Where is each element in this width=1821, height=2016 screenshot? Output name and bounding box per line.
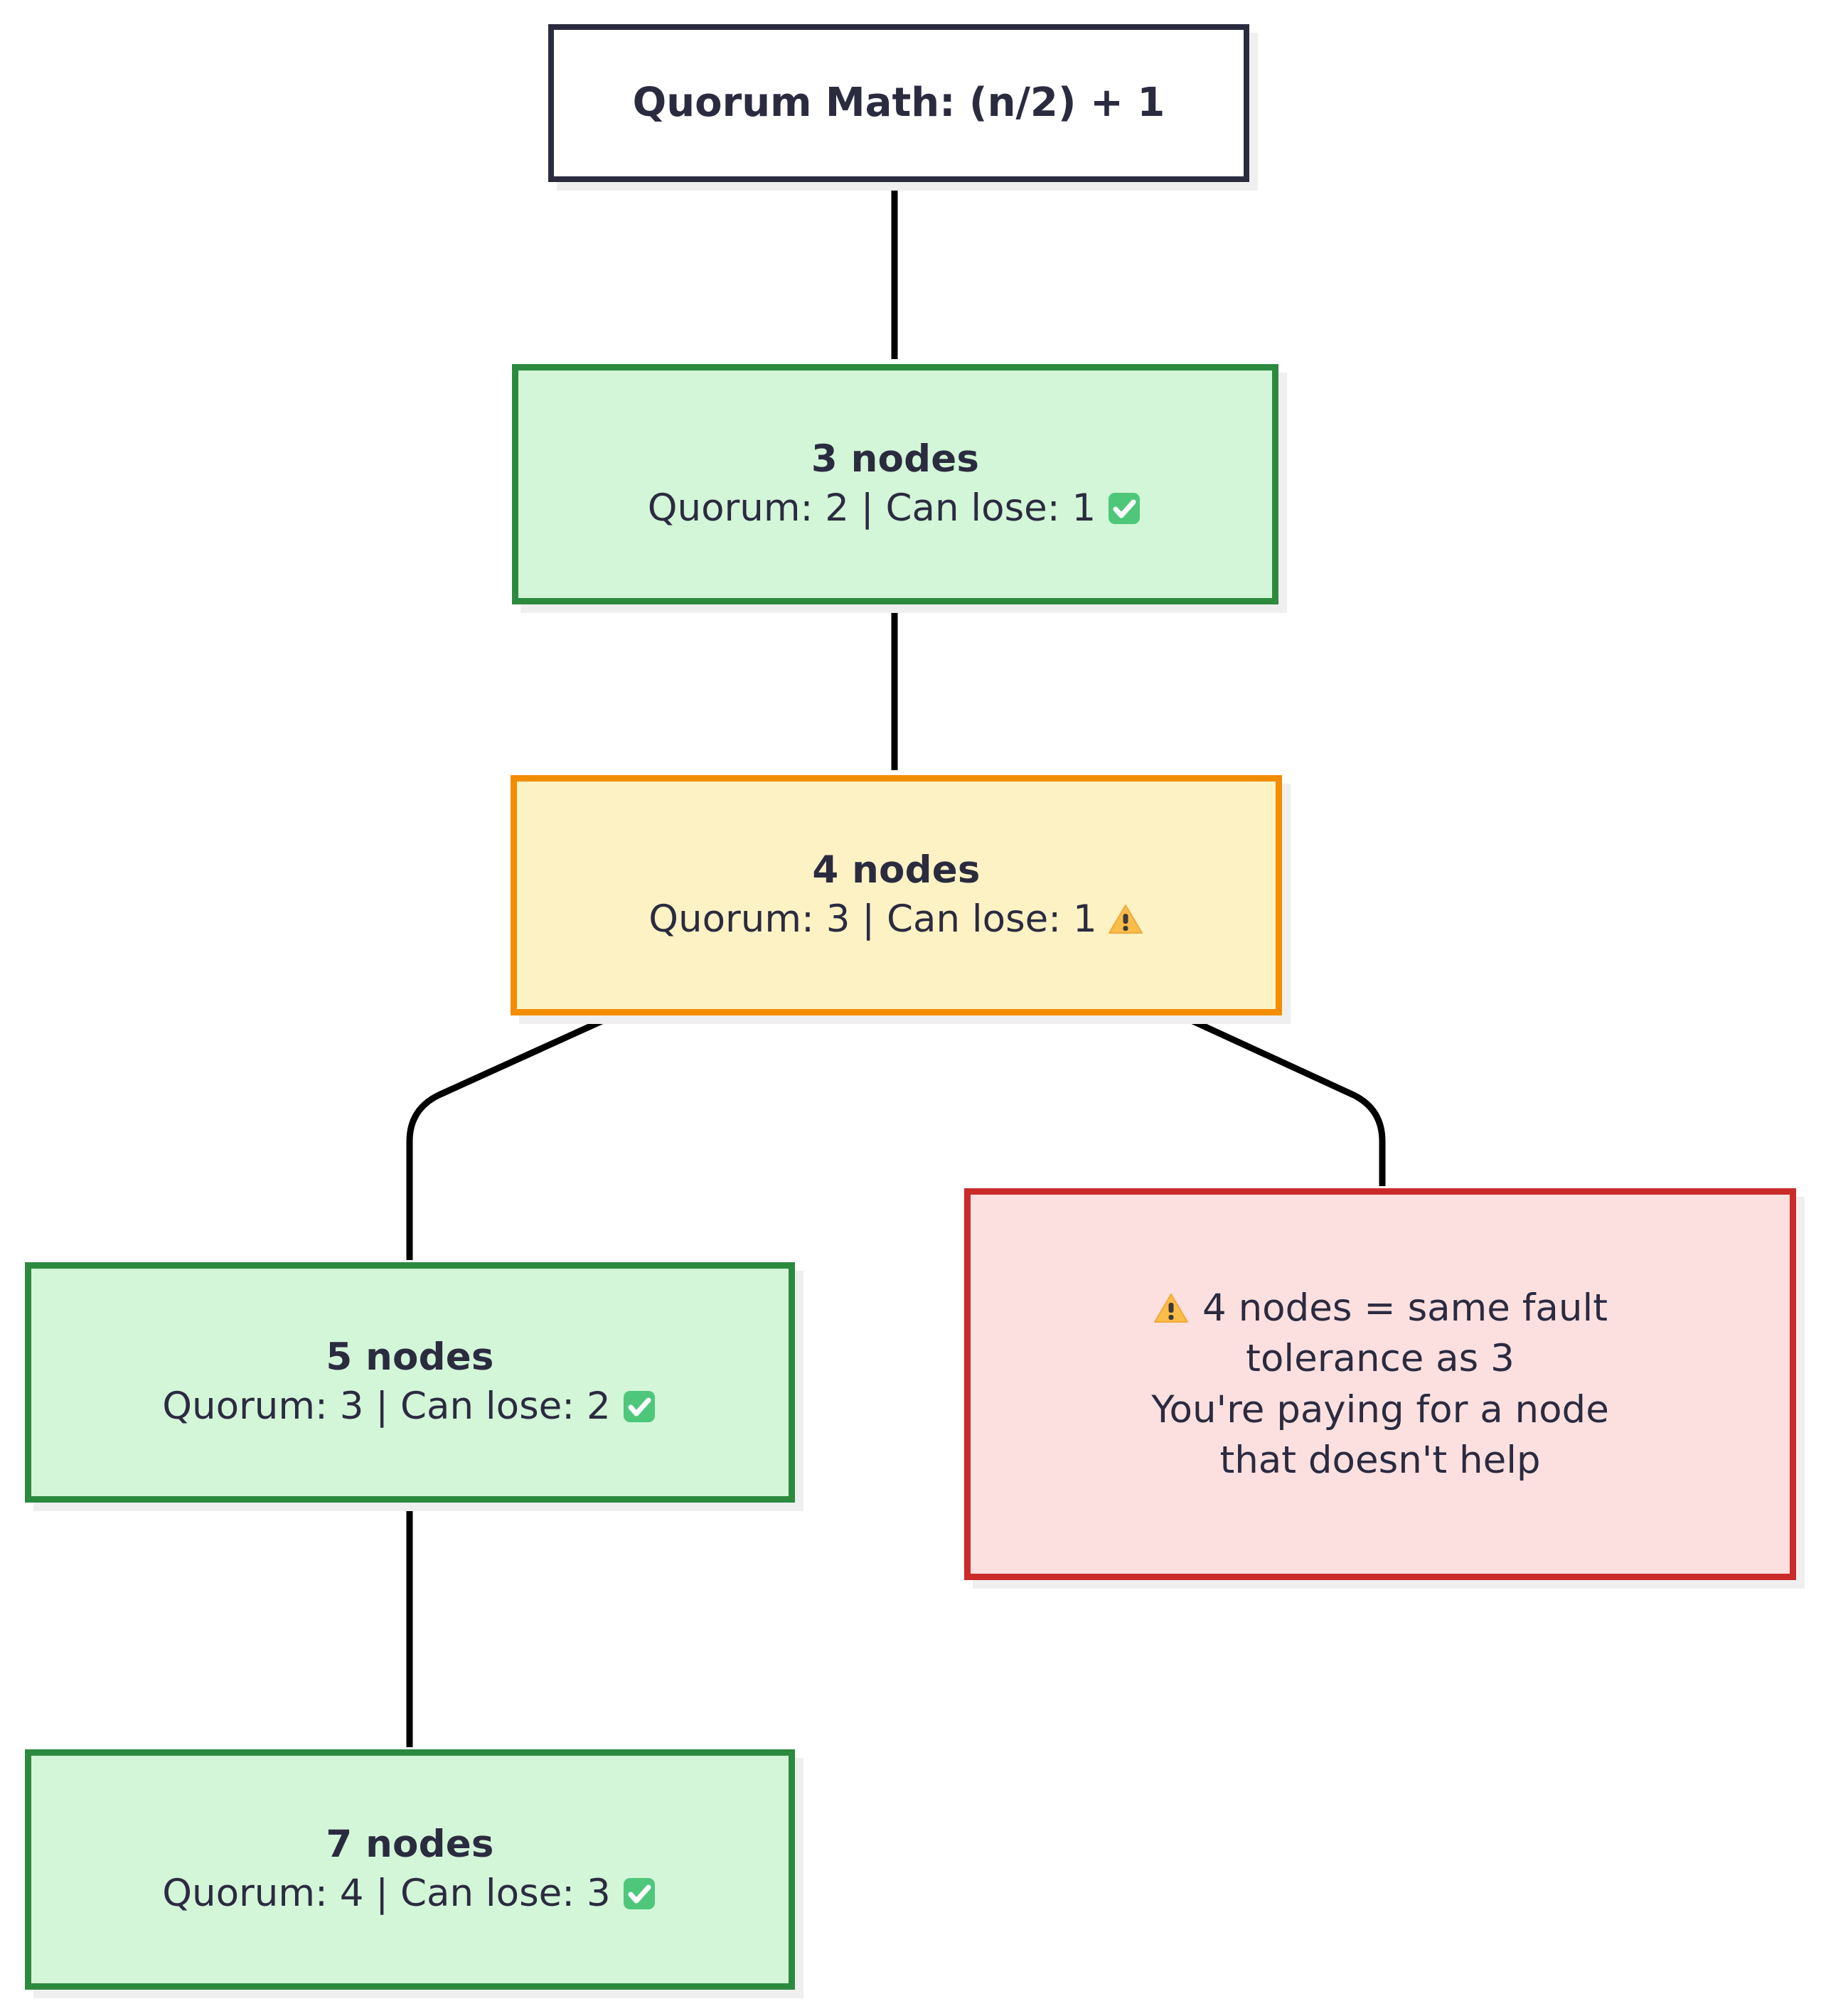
warning-line-4: that doesn't help: [1219, 1438, 1541, 1482]
node-warning-4-nodes[interactable]: 4 nodes = same fault tolerance as 3 You'…: [964, 1188, 1796, 1580]
edge-4nodes-to-warning: [1185, 1015, 1386, 1186]
node-5-nodes-detail-row: Quorum: 3 | Can lose: 2: [162, 1382, 657, 1431]
white-check-mark-icon: [621, 1875, 658, 1912]
edge-4nodes-to-5nodes: [406, 1015, 609, 1260]
node-5-nodes-title: 5 nodes: [326, 1335, 494, 1380]
node-5-nodes-detail: Quorum: 3 | Can lose: 2: [162, 1385, 611, 1428]
warning-triangle-icon: [1153, 1290, 1190, 1327]
warning-line-1: 4 nodes = same fault: [1202, 1286, 1608, 1330]
white-check-mark-icon: [1106, 490, 1143, 527]
node-7-nodes-detail: Quorum: 4 | Can lose: 3: [162, 1872, 611, 1915]
white-check-mark-icon: [621, 1388, 658, 1425]
node-5-nodes[interactable]: 5 nodes Quorum: 3 | Can lose: 2: [25, 1262, 795, 1503]
node-7-nodes[interactable]: 7 nodes Quorum: 4 | Can lose: 3: [25, 1749, 795, 1990]
node-4-nodes-detail: Quorum: 3 | Can lose: 1: [648, 897, 1097, 941]
warning-line-2: tolerance as 3: [1246, 1337, 1515, 1381]
node-7-nodes-title: 7 nodes: [326, 1823, 494, 1867]
node-3-nodes-detail: Quorum: 2 | Can lose: 1: [647, 486, 1096, 530]
node-4-nodes[interactable]: 4 nodes Quorum: 3 | Can lose: 1: [511, 775, 1282, 1015]
node-3-nodes-detail-row: Quorum: 2 | Can lose: 1: [648, 484, 1143, 533]
node-3-nodes-title: 3 nodes: [811, 437, 980, 481]
root-label: Quorum Math: (n/2) + 1: [632, 79, 1165, 126]
node-4-nodes-title: 4 nodes: [812, 848, 981, 892]
node-quorum-math-root[interactable]: Quorum Math: (n/2) + 1: [548, 24, 1249, 182]
warning-line-1-row: 4 nodes = same fault: [1153, 1283, 1608, 1333]
warning-line-3: You're paying for a node: [1151, 1387, 1609, 1431]
node-4-nodes-detail-row: Quorum: 3 | Can lose: 1: [648, 895, 1143, 944]
node-3-nodes[interactable]: 3 nodes Quorum: 2 | Can lose: 1: [512, 364, 1278, 604]
warning-triangle-icon: [1107, 901, 1144, 938]
node-7-nodes-detail-row: Quorum: 4 | Can lose: 3: [162, 1870, 657, 1919]
